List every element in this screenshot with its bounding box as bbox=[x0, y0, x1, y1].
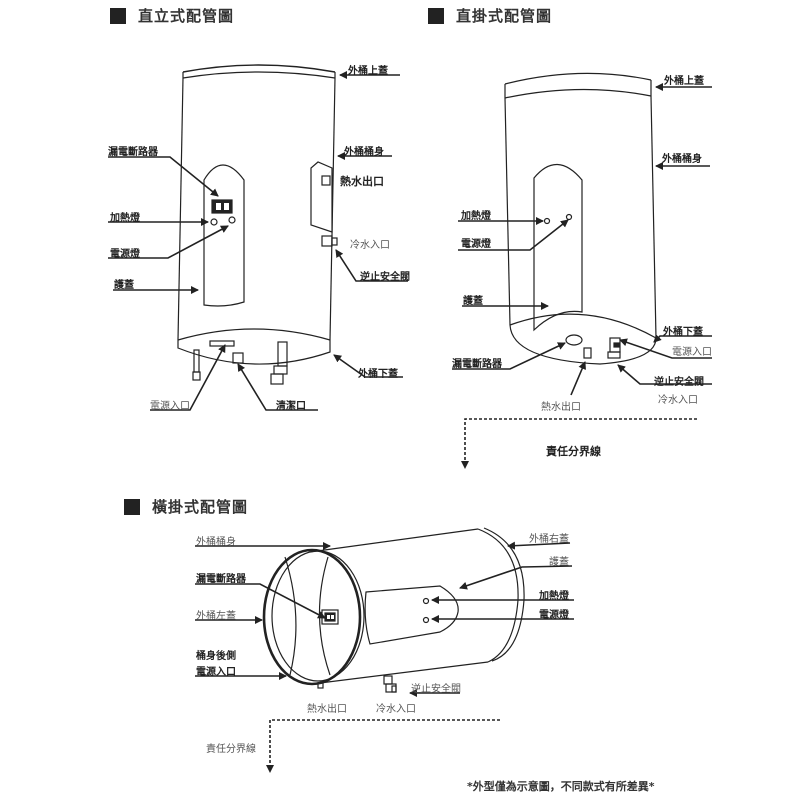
label-body: 外桶桶身 bbox=[662, 154, 702, 165]
label-guard-cover: 護蓋 bbox=[463, 296, 483, 307]
label-power-lamp: 電源燈 bbox=[110, 249, 140, 260]
section-title-text: 直立式配管圖 bbox=[138, 7, 235, 25]
wall-vertical-boundary-line bbox=[464, 418, 697, 462]
label-boundary: 責任分界線 bbox=[546, 445, 601, 458]
label-power-lamp: 電源燈 bbox=[461, 239, 491, 250]
label-check-valve: 逆止安全閥 bbox=[360, 272, 410, 283]
boundary-arrow-icon bbox=[461, 461, 469, 469]
vertical-leader-lines bbox=[108, 71, 408, 411]
label-left-cover: 外桶左蓋 bbox=[196, 611, 236, 622]
label-body: 外桶桶身 bbox=[344, 147, 384, 158]
label-body: 外桶桶身 bbox=[196, 537, 236, 548]
label-clean-port: 清潔口 bbox=[276, 401, 306, 412]
label-boundary: 責任分界線 bbox=[206, 744, 256, 755]
label-hot-out: 熱水出口 bbox=[340, 175, 384, 188]
label-hot-out: 熱水出口 bbox=[307, 704, 347, 715]
label-right-cover: 外桶右蓋 bbox=[529, 534, 569, 545]
section-title-horizontal: 橫掛式配管圖 bbox=[124, 496, 248, 517]
label-heat-lamp: 加熱燈 bbox=[110, 213, 140, 224]
label-power-in: 電源入口 bbox=[196, 667, 236, 678]
bullet-square-icon bbox=[428, 7, 444, 24]
label-bottom-cover: 外桶下蓋 bbox=[358, 369, 398, 380]
wall-vertical-heater bbox=[504, 72, 657, 365]
footnote: *外型僅為示意圖，不同款式有所差異* bbox=[467, 780, 655, 793]
label-power-lamp: 電源燈 bbox=[539, 610, 569, 621]
label-guard-cover: 護蓋 bbox=[549, 557, 569, 568]
horizontal-heater bbox=[262, 527, 525, 693]
label-breaker: 漏電斷路器 bbox=[108, 147, 158, 158]
label-top-cover: 外桶上蓋 bbox=[348, 66, 388, 77]
label-check-valve: 逆止安全閥 bbox=[411, 684, 461, 695]
label-breaker: 漏電斷路器 bbox=[196, 574, 246, 585]
label-cold-in: 冷水入口 bbox=[376, 704, 416, 715]
label-top-cover: 外桶上蓋 bbox=[664, 76, 704, 87]
label-check-valve: 逆止安全閥 bbox=[654, 377, 704, 388]
label-hot-out: 熱水出口 bbox=[541, 402, 581, 413]
label-power-in: 電源入口 bbox=[150, 401, 190, 412]
label-rear-side: 桶身後側 bbox=[196, 651, 236, 662]
bullet-square-icon bbox=[110, 7, 126, 24]
label-guard-cover: 護蓋 bbox=[114, 280, 134, 291]
label-heat-lamp: 加熱燈 bbox=[539, 591, 569, 602]
horizontal-boundary-line bbox=[269, 719, 500, 765]
label-cold-in: 冷水入口 bbox=[350, 240, 390, 251]
label-cold-in: 冷水入口 bbox=[658, 395, 698, 406]
label-heat-lamp: 加熱燈 bbox=[461, 211, 491, 222]
horizontal-leader-lines bbox=[195, 541, 574, 697]
section-title-text: 橫掛式配管圖 bbox=[152, 498, 249, 516]
label-breaker: 漏電斷路器 bbox=[452, 359, 502, 370]
vertical-heater bbox=[177, 64, 338, 385]
section-title-text: 直掛式配管圖 bbox=[456, 7, 553, 25]
label-bottom-cover: 外桶下蓋 bbox=[663, 327, 703, 338]
wall-vertical-leader-lines bbox=[452, 83, 712, 396]
bullet-square-icon bbox=[124, 498, 140, 515]
section-title-vertical: 直立式配管圖 bbox=[110, 5, 234, 26]
section-title-wall-vertical: 直掛式配管圖 bbox=[428, 5, 552, 26]
label-power-in: 電源入口 bbox=[672, 347, 712, 358]
boundary-arrow-icon bbox=[266, 765, 274, 773]
